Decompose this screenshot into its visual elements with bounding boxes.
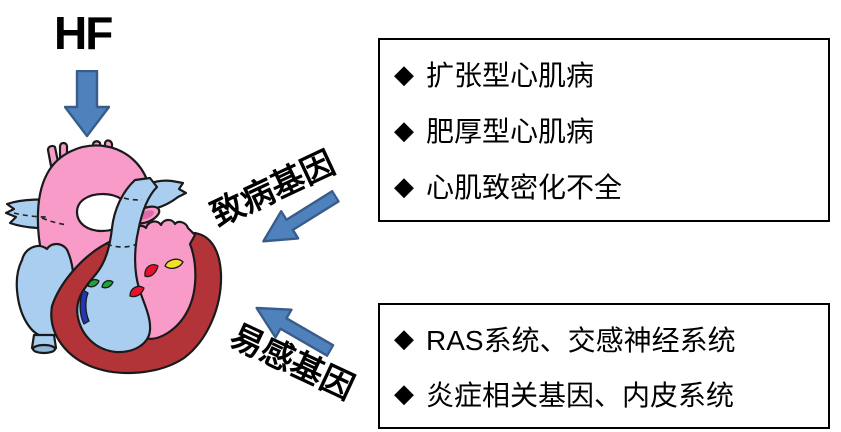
list-item-text: 炎症相关基因、内皮系统: [426, 379, 735, 411]
list-item: ◆ 心肌致密化不全: [394, 158, 822, 214]
valve-blue-sliver: [79, 289, 90, 325]
valve-red: [129, 285, 145, 298]
valve-green: [87, 279, 100, 288]
list-item: ◆ 炎症相关基因、内皮系统: [394, 366, 822, 421]
pathogenic-arrow-icon: [262, 189, 340, 243]
list-item-text: 肥厚型心肌病: [426, 116, 595, 147]
diamond-bullet-icon: ◆: [394, 58, 414, 89]
list-item-text: RAS系统、交感神经系统: [426, 324, 736, 356]
list-item-text: 扩张型心肌病: [426, 60, 595, 91]
hf-title: HF: [54, 7, 113, 59]
dashed-line: [41, 217, 69, 226]
dashed-line: [123, 197, 143, 201]
hf-down-arrow-icon: [64, 70, 110, 138]
list-item: ◆ 肥厚型心肌病: [394, 102, 822, 158]
valve-yellow: [164, 258, 184, 269]
susceptibility-genes-box: ◆ RAS系统、交感神经系统 ◆ 炎症相关基因、内皮系统: [378, 303, 830, 429]
heart-illustration: [4, 139, 223, 375]
valve-green: [101, 280, 114, 289]
list-item: ◆ 扩张型心肌病: [394, 46, 822, 102]
valve-red: [144, 263, 159, 278]
list-item: ◆ RAS系统、交感神经系统: [394, 311, 822, 366]
diamond-bullet-icon: ◆: [394, 170, 414, 201]
susceptibility-arrow-icon: [255, 306, 335, 357]
diamond-bullet-icon: ◆: [394, 114, 414, 145]
dashed-line: [13, 212, 50, 218]
diamond-bullet-icon: ◆: [394, 323, 414, 353]
pathogenic-genes-box: ◆ 扩张型心肌病 ◆ 肥厚型心肌病 ◆ 心肌致密化不全: [378, 38, 830, 222]
vena-cava-cut: [31, 343, 57, 355]
dashed-line: [106, 243, 138, 248]
diamond-bullet-icon: ◆: [394, 378, 414, 408]
list-item-text: 心肌致密化不全: [426, 172, 623, 203]
